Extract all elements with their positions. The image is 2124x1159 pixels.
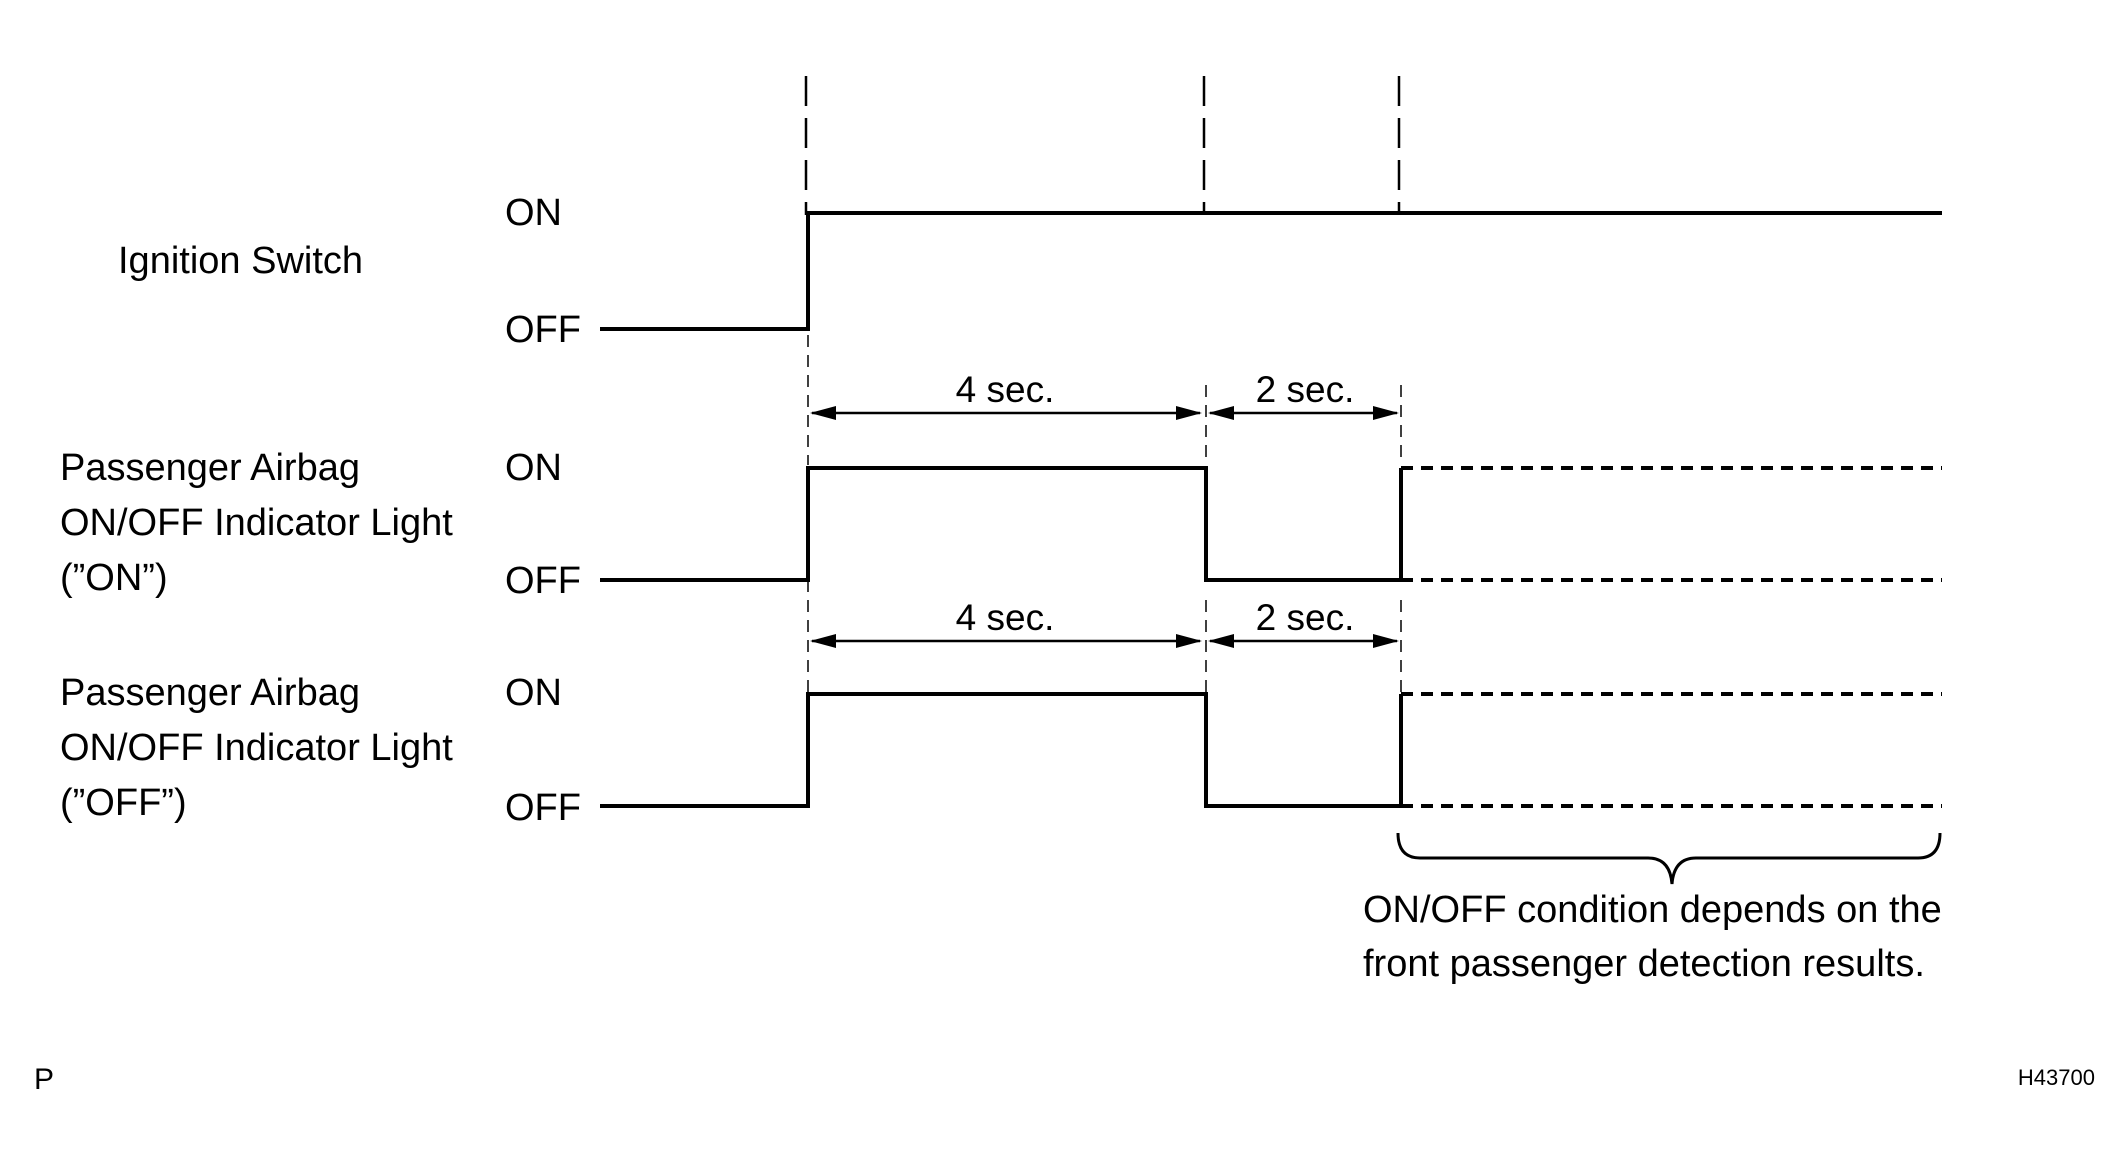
indicator-off-label-line3: (”OFF”) xyxy=(60,782,187,824)
ignition-state-off: OFF xyxy=(505,309,581,351)
arrowhead xyxy=(1208,406,1234,420)
indicator-off-label-line2: ON/OFF Indicator Light xyxy=(60,727,453,769)
indicator-on-waveform xyxy=(600,466,1403,582)
indicator-on-label-line2: ON/OFF Indicator Light xyxy=(60,502,453,544)
indicator-on-state-off: OFF xyxy=(505,560,581,602)
arrowhead xyxy=(1373,406,1399,420)
ignition-waveform xyxy=(600,211,1942,331)
ignition-state-on: ON xyxy=(505,192,562,234)
indicator-off-state-off: OFF xyxy=(505,787,581,829)
duration-label-4-sec-2: 4 sec. xyxy=(956,597,1055,638)
figure-code: H43700 xyxy=(2018,1065,2095,1090)
arrowhead xyxy=(810,634,836,648)
arrowhead xyxy=(1208,634,1234,648)
corner-letter-p: P xyxy=(34,1063,54,1096)
arrowhead xyxy=(1176,634,1202,648)
note-line-2: front passenger detection results. xyxy=(1363,943,1925,985)
arrowhead xyxy=(810,406,836,420)
indicator-on-state-on: ON xyxy=(505,447,562,489)
arrowhead xyxy=(1176,406,1202,420)
indicator-on-label-line3: (”ON”) xyxy=(60,557,168,599)
arrowhead xyxy=(1373,634,1399,648)
note-line-1: ON/OFF condition depends on the xyxy=(1363,889,1942,931)
ignition-switch-label: Ignition Switch xyxy=(118,240,363,282)
undetermined-region-brace xyxy=(1396,832,1942,885)
indicator-off-waveform xyxy=(600,692,1403,808)
duration-label-4-sec-1: 4 sec. xyxy=(956,369,1055,410)
indicator-off-state-on: ON xyxy=(505,672,562,714)
indicator-off-label-line1: Passenger Airbag xyxy=(60,672,360,714)
duration-label-2-sec-1: 2 sec. xyxy=(1256,369,1355,410)
duration-label-2-sec-2: 2 sec. xyxy=(1256,597,1355,638)
indicator-on-label-line1: Passenger Airbag xyxy=(60,447,360,489)
